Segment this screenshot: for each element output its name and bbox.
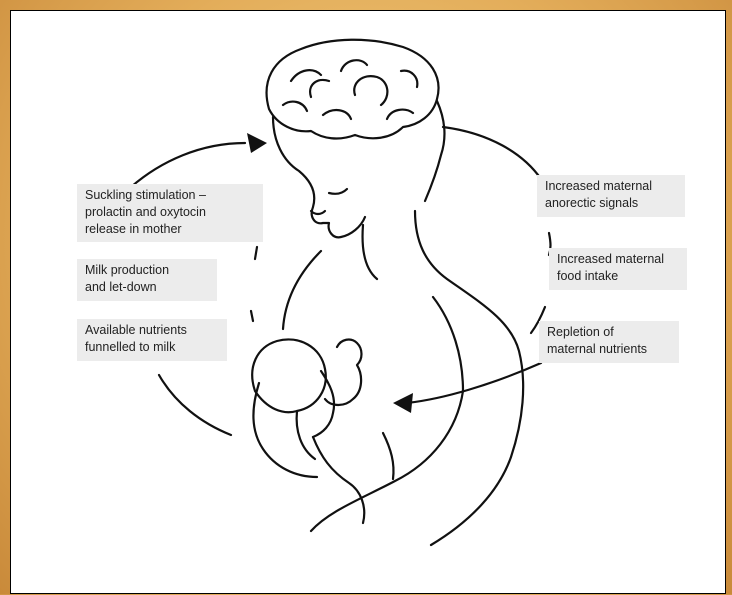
cycle-arc-top-right	[443, 127, 541, 179]
cycle-arrow-to-baby	[407, 363, 541, 403]
step-nutrients-to-milk: Available nutrients funnelled to milk	[77, 319, 227, 361]
diagram-panel: Suckling stimulation – prolactin and oxy…	[10, 10, 726, 594]
step-milk-production: Milk production and let-down	[77, 259, 217, 301]
cycle-arc-bottom-left	[159, 375, 231, 435]
step-suckling-stimulation: Suckling stimulation – prolactin and oxy…	[77, 184, 263, 242]
cycle-arc-top-left	[131, 143, 245, 187]
step-label: Available nutrients funnelled to milk	[85, 323, 187, 354]
step-nutrient-repletion: Repletion of maternal nutrients	[539, 321, 679, 363]
step-anorectic-signals: Increased maternal anorectic signals	[537, 175, 685, 217]
step-label: Suckling stimulation – prolactin and oxy…	[85, 188, 206, 236]
brain-icon	[267, 40, 439, 139]
step-label: Increased maternal food intake	[557, 252, 664, 283]
baby-head-outline	[252, 339, 326, 412]
mother-infant-illustration	[11, 11, 727, 595]
arrowhead-to-baby	[393, 393, 413, 413]
baby-hand	[325, 340, 362, 405]
step-label: Milk production and let-down	[85, 263, 169, 294]
step-label: Repletion of maternal nutrients	[547, 325, 647, 356]
arrowhead-to-head	[247, 133, 267, 153]
step-label: Increased maternal anorectic signals	[545, 179, 652, 210]
step-food-intake: Increased maternal food intake	[549, 248, 687, 290]
